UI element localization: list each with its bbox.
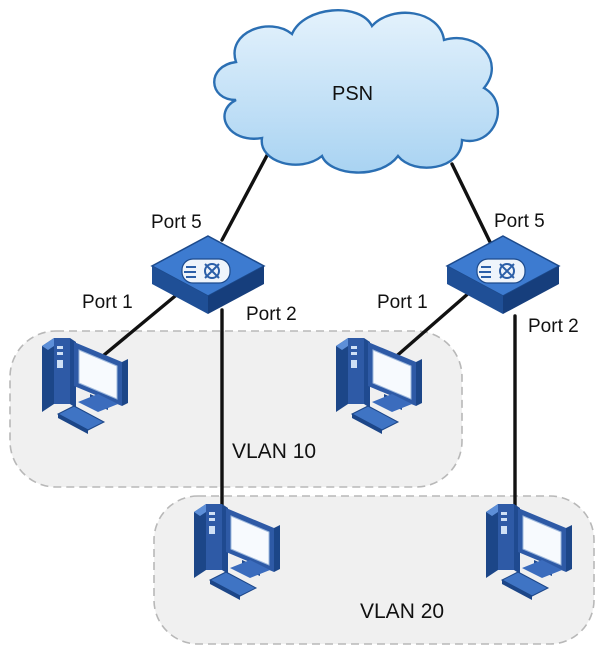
right-switch-port5-label: Port 5 bbox=[494, 211, 545, 232]
left-switch-port2-label: Port 2 bbox=[246, 304, 297, 325]
link-left-port1-pc bbox=[96, 290, 182, 362]
left-switch-port1-label: Port 1 bbox=[82, 292, 133, 313]
right-switch-port1-label: Port 1 bbox=[377, 292, 428, 313]
link-cloud-right-switch bbox=[450, 162, 492, 244]
vlan10-label: VLAN 10 bbox=[232, 440, 316, 463]
right-switch-port2-label: Port 2 bbox=[528, 316, 579, 337]
link-right-port1-pc bbox=[390, 290, 472, 362]
left-switch-port5-label: Port 5 bbox=[151, 212, 202, 233]
switch-right-icon[interactable] bbox=[446, 235, 560, 315]
cloud-icon bbox=[213, 9, 500, 174]
links bbox=[96, 144, 517, 508]
cloud-label: PSN bbox=[332, 83, 373, 105]
link-cloud-left-switch bbox=[220, 144, 274, 242]
vlan20-label: VLAN 20 bbox=[360, 600, 444, 623]
